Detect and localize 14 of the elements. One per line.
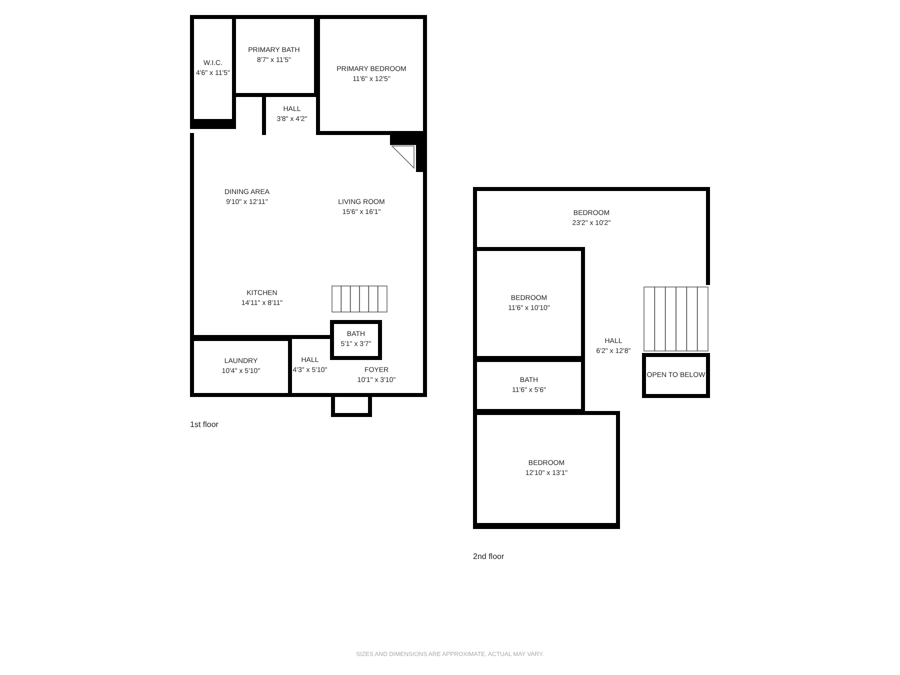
room bbox=[473, 247, 585, 360]
floor-label: 2nd floor bbox=[473, 552, 504, 561]
room bbox=[190, 337, 292, 397]
room bbox=[190, 263, 330, 339]
room bbox=[190, 15, 236, 129]
room bbox=[330, 358, 427, 397]
room bbox=[642, 353, 710, 398]
room bbox=[234, 15, 318, 97]
room bbox=[473, 187, 710, 247]
room bbox=[473, 358, 585, 413]
room bbox=[316, 15, 427, 135]
room bbox=[330, 320, 382, 360]
room bbox=[473, 411, 620, 529]
floor-label: 1st floor bbox=[190, 420, 218, 429]
